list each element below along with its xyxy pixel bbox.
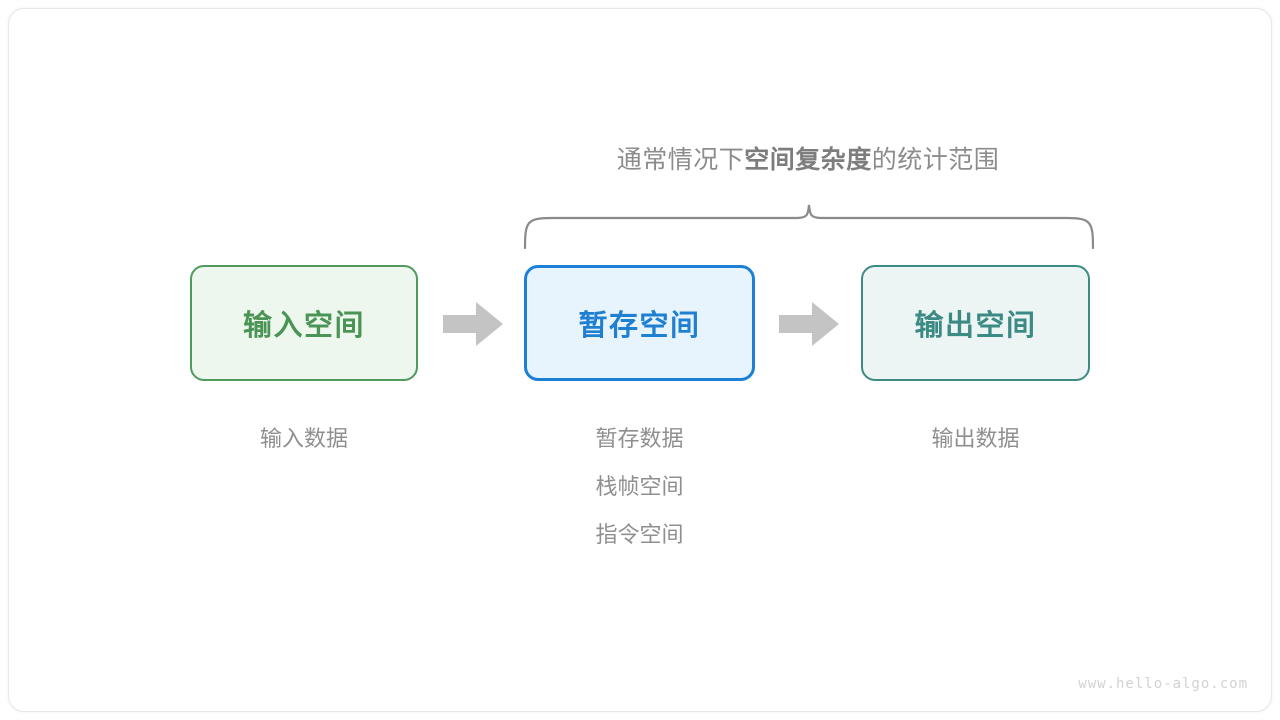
curly-brace-icon bbox=[523, 204, 1095, 250]
sublabel-item: 暂存数据 bbox=[595, 426, 684, 451]
sublabels-input: 输入数据 bbox=[190, 415, 418, 463]
caption-emphasis: 空间复杂度 bbox=[744, 146, 872, 174]
brace-caption: 通常情况下空间复杂度的统计范围 bbox=[524, 143, 1092, 177]
arrow-right-icon-buffer-to-output bbox=[779, 302, 839, 346]
sublabels-buffer: 暂存数据 栈帧空间 指令空间 bbox=[524, 415, 755, 559]
box-output-space[interactable]: 输出空间 bbox=[861, 265, 1090, 381]
sublabel-item: 输入数据 bbox=[259, 426, 348, 451]
box-output-space-label: 输出空间 bbox=[914, 310, 1037, 342]
caption-suffix: 的统计范围 bbox=[871, 146, 1000, 174]
box-buffer-space[interactable]: 暂存空间 bbox=[524, 265, 755, 381]
watermark: www.hello-algo.com bbox=[1078, 676, 1248, 692]
caption-prefix: 通常情况下 bbox=[616, 146, 745, 174]
sublabel-item: 指令空间 bbox=[595, 522, 684, 547]
box-input-space-label: 输入空间 bbox=[242, 310, 365, 342]
arrow-right-icon-input-to-buffer bbox=[443, 302, 503, 346]
sublabel-item: 栈帧空间 bbox=[595, 474, 684, 499]
sublabel-item: 输出数据 bbox=[931, 426, 1020, 451]
box-input-space[interactable]: 输入空间 bbox=[190, 265, 418, 381]
box-buffer-space-label: 暂存空间 bbox=[578, 310, 701, 342]
sublabels-output: 输出数据 bbox=[861, 415, 1090, 463]
